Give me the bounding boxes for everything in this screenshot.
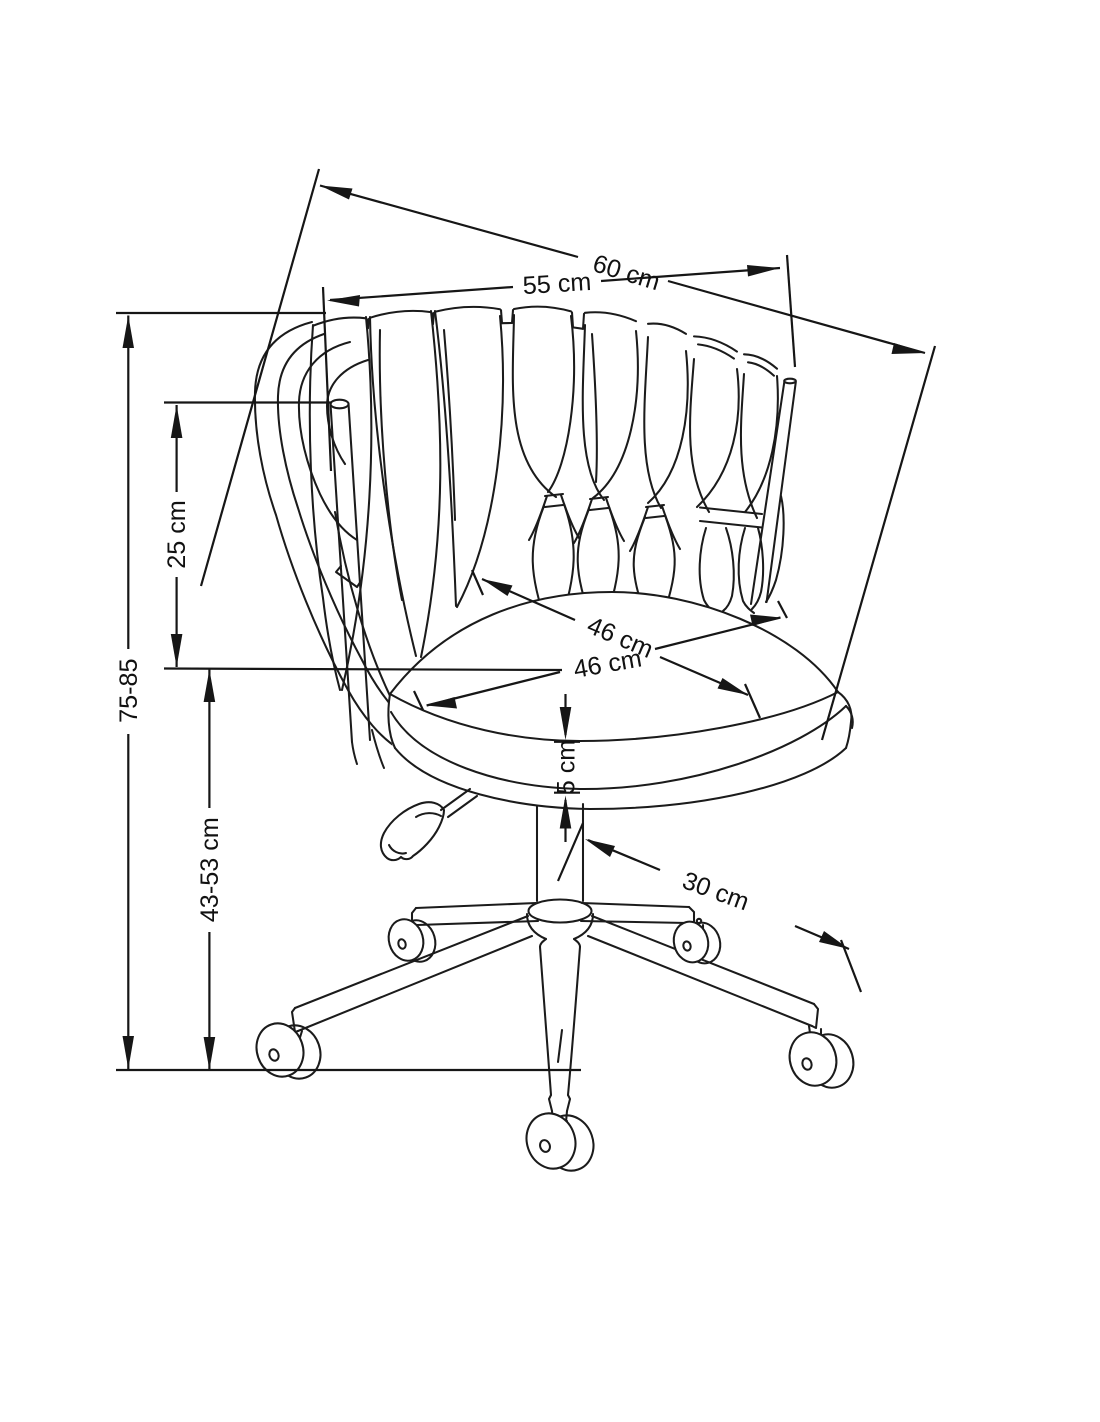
svg-text:43-53 cm: 43-53 cm xyxy=(196,817,224,922)
svg-text:75-85: 75-85 xyxy=(115,658,143,722)
svg-text:5 cm: 5 cm xyxy=(553,740,581,795)
svg-text:25 cm: 25 cm xyxy=(163,500,191,569)
svg-text:55 cm: 55 cm xyxy=(522,268,592,300)
